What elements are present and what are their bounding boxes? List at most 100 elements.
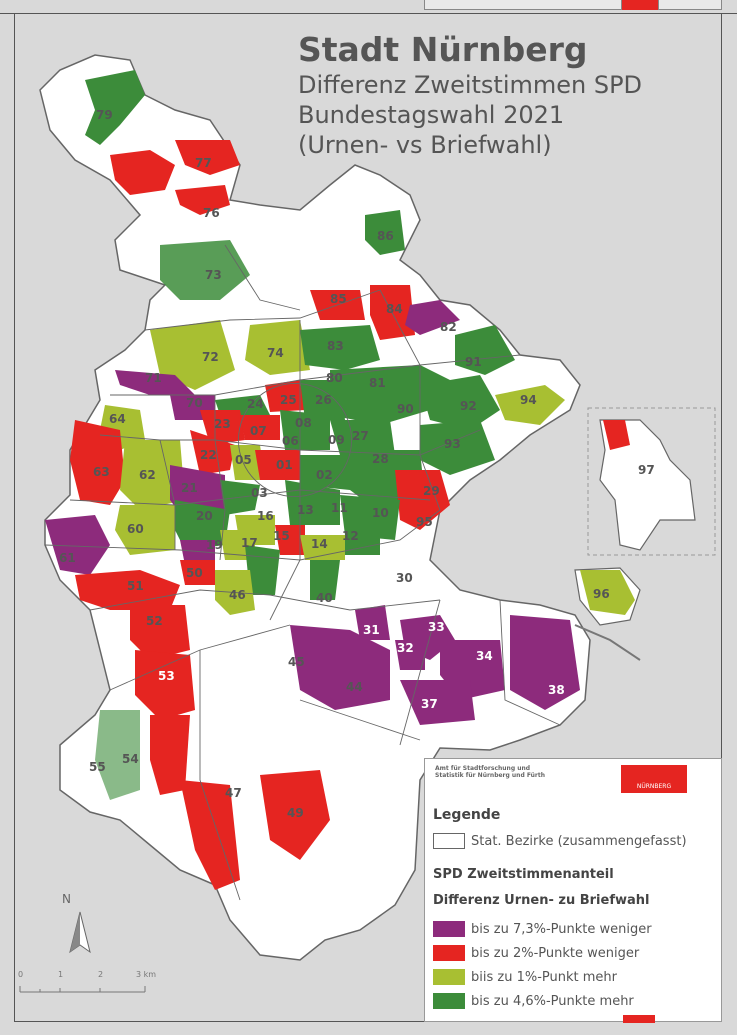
district-label: 53 [158,669,175,683]
legend-red-bar [623,1015,655,1023]
legend: Amt für Stadtforschung und Statistik für… [424,758,722,1023]
title-main: Stadt Nürnberg [298,30,588,69]
district-label: 28 [372,452,389,466]
legend-swatch-lime [433,969,465,985]
district-label: 73 [205,268,222,282]
district-areas [45,70,635,890]
district-labels: 79 77 76 73 86 85 84 82 72 74 83 91 71 8… [59,108,655,820]
legend-item-label: bis zu 7,3%-Punkte weniger [471,922,652,937]
district-label: 29 [423,484,440,498]
district-label: 51 [127,579,144,593]
district-label: 13 [297,503,314,517]
boundary-label: Stat. Bezirke (zusammengefasst) [471,834,687,849]
district-label: 31 [363,623,380,637]
district-label: 33 [428,620,445,634]
district-label: 06 [282,434,299,448]
district-label: 97 [638,463,655,477]
district-label: 10 [372,506,389,520]
legend-swatch-purple [433,921,465,937]
legend-swatch-green [433,993,465,1009]
district-label: 07 [250,424,267,438]
district-boundaries [44,244,561,901]
legend-section-1: SPD Zweitstimmenanteil [433,867,614,882]
legend-item-label: bis zu 4,6%-Punkte mehr [471,994,634,1009]
district-label: 24 [247,397,264,411]
legend-organization: Amt für Stadtforschung und Statistik für… [435,765,545,779]
district-label: 86 [377,229,394,243]
top-bar-red-segment [622,0,658,10]
district-label: 46 [229,588,246,602]
district-label: 76 [203,206,220,220]
scale-bar [19,986,146,993]
district-label: 52 [146,614,163,628]
district-label: 11 [331,501,348,515]
district-label: 09 [328,433,345,447]
district-label: 74 [267,346,284,360]
district-label: 96 [593,587,610,601]
district-label: 63 [93,465,110,479]
top-bar-segment-right [658,0,722,10]
district-label: 05 [235,453,252,467]
district-label: 22 [200,448,217,462]
district-label: 19 [206,538,223,552]
district-label: 84 [386,302,403,316]
district-label: 61 [59,551,76,565]
boundary-swatch [433,833,465,849]
district-label: 03 [251,486,268,500]
district-label: 92 [460,399,477,413]
north-arrow-icon [69,911,91,954]
district-label: 70 [186,396,203,410]
district-label: 01 [276,458,293,472]
district-label: 79 [96,108,113,122]
top-bar [0,0,737,14]
scale-label-1: 1 [58,970,64,979]
district-label: 94 [520,393,537,407]
district-label: 49 [287,806,304,820]
district-label: 60 [127,522,144,536]
legend-title: Legende [433,807,501,823]
district-label: 34 [476,649,493,663]
district-label: 91 [465,355,482,369]
district-label: 83 [327,339,344,353]
district-label: 64 [109,412,126,426]
district-label: 02 [316,468,333,482]
district-label: 38 [548,683,565,697]
district-label: 93 [444,437,461,451]
district-label: 23 [214,417,231,431]
district-label: 81 [369,376,386,390]
district-label: 72 [202,350,219,364]
district-label: 12 [342,529,359,543]
district-label: 27 [352,429,369,443]
district-label: 71 [145,371,162,385]
district-label: 45 [288,655,305,669]
nuernberg-logo: NÜRNBERG [621,765,687,793]
district-label: 20 [196,509,213,523]
district-label: 17 [241,536,258,550]
district-label: 54 [122,752,139,766]
district-label: 26 [315,393,332,407]
district-label: 85 [330,292,347,306]
legend-swatch-red [433,945,465,961]
district-label: 44 [346,680,363,694]
scale-label-2: 2 [98,970,104,979]
district-label: 08 [295,416,312,430]
district-label: 50 [186,566,203,580]
district-label: 62 [139,468,156,482]
north-label: N [62,892,71,906]
district-label: 80 [326,371,343,385]
district-label: 40 [316,591,333,605]
legend-item-label: bis zu 2%-Punkte weniger [471,946,640,961]
district-label: 14 [311,537,328,551]
scale-label-3: 3 km [136,970,157,979]
district-label: 90 [397,402,414,416]
title-line1: Differenz Zweitstimmen SPD [298,71,643,99]
map-title: Stadt Nürnberg Differenz Zweitstimmen SP… [298,30,642,160]
district-label: 82 [440,320,457,334]
district-label: 15 [273,529,290,543]
district-label: 95 [416,515,433,529]
top-bar-segment [424,0,622,10]
district-label: 55 [89,760,106,774]
scale-label-0: 0 [18,970,24,979]
